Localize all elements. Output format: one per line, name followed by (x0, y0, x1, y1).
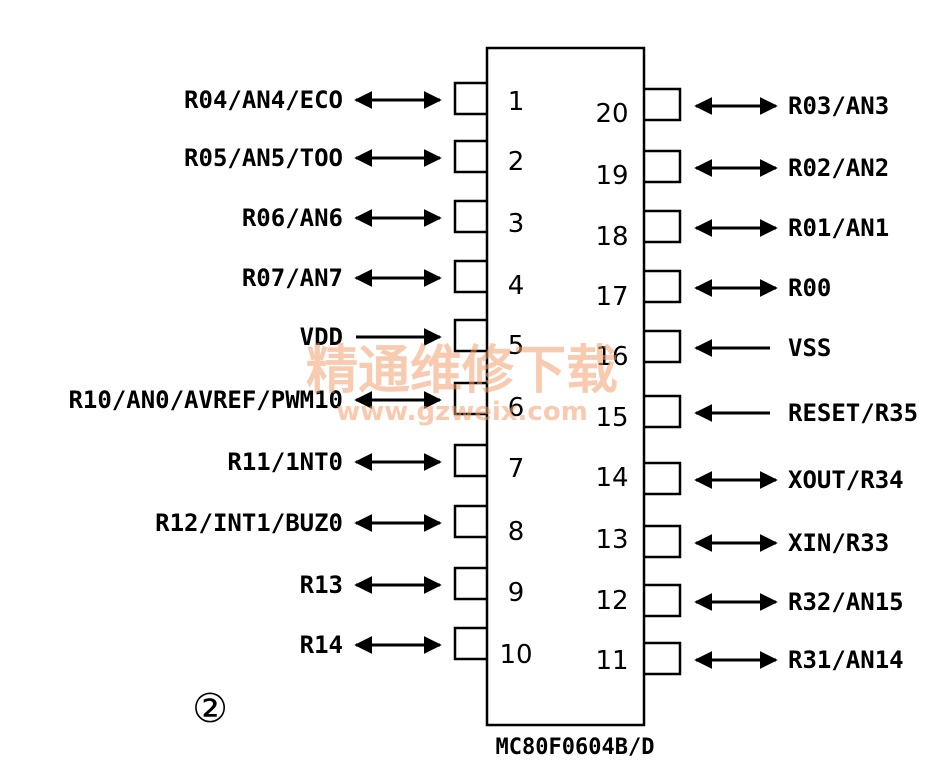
pin-1: R04/AN4/ECO 1 (184, 81, 525, 117)
pin-number: 19 (595, 161, 628, 191)
pin-pad (453, 566, 487, 601)
pin-label: VDD (300, 323, 343, 351)
pin-number: 9 (508, 578, 525, 608)
pin-pad (453, 81, 487, 116)
pin-number: 20 (595, 99, 628, 129)
pin-label: R00 (788, 274, 831, 302)
pin-number: 11 (595, 646, 628, 676)
pin-label: R02/AN2 (788, 154, 889, 182)
pin-label: R05/AN5/TOO (184, 144, 343, 172)
pin-number: 6 (508, 393, 525, 423)
pin-pad (644, 329, 682, 364)
pin-15: RESET/R35 15 (595, 394, 918, 433)
pin-label: RESET/R35 (788, 399, 918, 427)
pin-pad (644, 641, 682, 676)
pin-number: 17 (595, 282, 628, 312)
pin-pad (644, 461, 682, 496)
pin-number: 7 (508, 454, 525, 484)
pin-number: 3 (508, 209, 525, 239)
pin-20: R03/AN3 20 (595, 87, 889, 129)
pin-label: R01/AN1 (788, 214, 889, 242)
pin-11: R31/AN14 11 (595, 641, 904, 676)
pin-pad (644, 583, 682, 618)
pin-number: 12 (595, 586, 628, 616)
pin-number: 16 (595, 342, 628, 372)
pin-13: XIN/R33 13 (595, 524, 889, 559)
chip-body (485, 46, 646, 727)
pin-pad (644, 394, 682, 429)
pin-number: 18 (595, 222, 628, 252)
pin-number: 5 (508, 331, 525, 361)
pin-pad (453, 443, 487, 478)
pin-pad (644, 524, 682, 559)
pin-19: R02/AN2 19 (595, 149, 889, 191)
pin-pad (644, 87, 682, 122)
watermark-title: 精通维修下载 (306, 341, 618, 401)
pin-2: R05/AN5/TOO 2 (184, 139, 525, 177)
pin-6: R10/AN0/AVREF/PWM10 6 (68, 381, 525, 423)
pin-label: R31/AN14 (788, 646, 904, 674)
pin-3: R06/AN6 3 (242, 199, 525, 239)
chip-name: MC80F0604B/D (496, 735, 655, 760)
pin-label: R04/AN4/ECO (184, 86, 343, 114)
pin-label: R12/INT1/BUZ0 (155, 509, 343, 537)
pin-17: R00 17 (595, 269, 831, 312)
pin-label: R10/AN0/AVREF/PWM10 (68, 386, 343, 414)
pin-label: R32/AN15 (788, 588, 904, 616)
pin-pad (453, 139, 487, 174)
pin-pad (453, 504, 487, 539)
figure-number: ② (192, 686, 228, 732)
pin-7: R11/1NT0 7 (227, 443, 525, 484)
pin-4: R07/AN7 4 (242, 259, 525, 301)
pin-label: VSS (788, 334, 831, 362)
pin-label: R13 (300, 571, 343, 599)
pin-pad (453, 626, 487, 661)
pin-number: 8 (508, 517, 525, 547)
pin-5: VDD 5 (300, 318, 525, 361)
pin-number: 2 (508, 147, 525, 177)
pin-pad (644, 149, 682, 184)
pin-10: R14 10 (300, 626, 533, 670)
pin-number: 13 (595, 525, 628, 555)
pin-label: R14 (300, 631, 343, 659)
pin-label: XIN/R33 (788, 529, 889, 557)
pin-pad (453, 199, 487, 234)
pin-label: R06/AN6 (242, 204, 343, 232)
pin-pad (644, 209, 682, 244)
pin-number: 14 (595, 463, 628, 493)
watermark-url: www.gzweix.com (336, 397, 588, 427)
pin-12: R32/AN15 12 (595, 583, 904, 618)
pin-9: R13 9 (300, 566, 525, 608)
pin-18: R01/AN1 18 (595, 209, 889, 252)
pin-label: R07/AN7 (242, 264, 343, 292)
pin-pad (453, 381, 487, 416)
pin-number: 1 (508, 87, 525, 117)
pin-pad (453, 259, 487, 294)
pin-label: R11/1NT0 (227, 448, 343, 476)
pin-number: 10 (499, 640, 532, 670)
pin-16: VSS 16 (595, 329, 831, 372)
pin-pad (644, 269, 682, 304)
pin-8: R12/INT1/BUZ0 8 (155, 504, 525, 547)
pin-pad (453, 318, 487, 353)
pin-label: R03/AN3 (788, 92, 889, 120)
pin-number: 15 (595, 403, 628, 433)
pin-label: XOUT/R34 (788, 466, 904, 494)
pin-number: 4 (508, 271, 525, 301)
pin-14: XOUT/R34 14 (595, 461, 904, 496)
